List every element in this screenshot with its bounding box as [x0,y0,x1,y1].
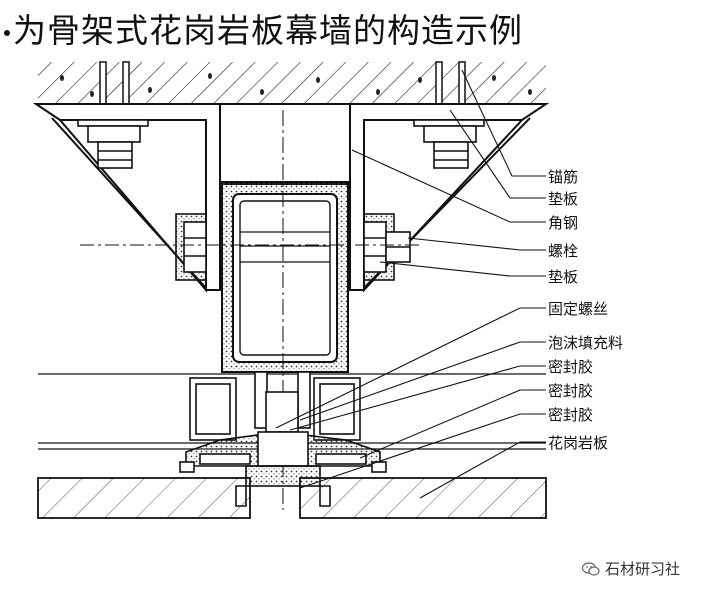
label-bolt: 螺栓 [548,242,579,260]
watermark: 石材研习社 [581,558,680,579]
concrete-slab [38,62,546,105]
label-sealant-2: 密封胶 [548,382,594,400]
aluminum-subframe [189,371,361,441]
label-granite-panel: 花岗岩板 [548,434,609,452]
label-backing-plate-1: 垫板 [548,190,579,208]
steel-mullion [219,103,351,373]
watermark-text: 石材研习社 [604,560,680,578]
leader-lines [275,69,546,499]
side-bolts [175,213,411,281]
label-backing-plate-2: 垫板 [548,268,579,286]
label-foam-filler: 泡沫填充料 [548,334,624,352]
label-anchor-bar: 锚筋 [548,168,579,186]
wechat-icon [581,561,600,576]
label-fixing-screw: 固定螺丝 [548,300,609,318]
bullet-dot [4,29,10,36]
figure-title-text: 为骨架式花岗岩板幕墙的构造示例 [13,11,523,50]
joint-clip [179,431,387,507]
figure-title: 为骨架式花岗岩板幕墙的构造示例 [4,4,523,52]
granite-panels [37,477,547,519]
label-angle-steel: 角钢 [548,214,579,232]
top-bolts [77,119,485,169]
label-sealant-1: 密封胶 [548,358,594,376]
label-sealant-3: 密封胶 [548,406,594,424]
